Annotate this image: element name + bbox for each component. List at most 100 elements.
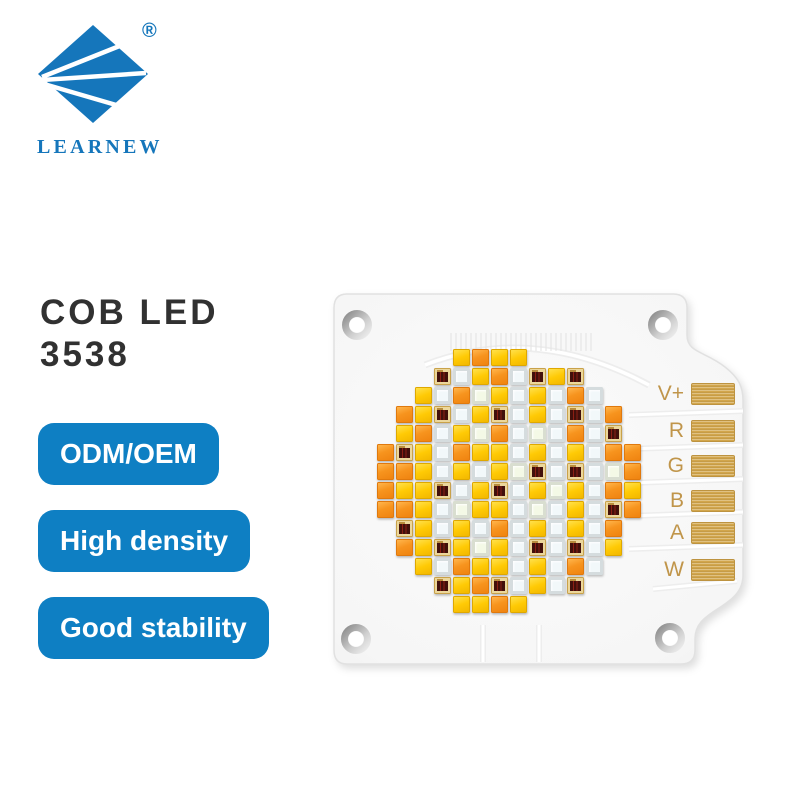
- led-chip: [434, 444, 451, 461]
- led-chip: [567, 444, 584, 461]
- led-chip: [472, 349, 489, 366]
- badge-odm-oem[interactable]: ODM/OEM: [38, 423, 219, 485]
- terminal-row-a: A: [333, 521, 745, 544]
- led-chip: [548, 482, 565, 499]
- led-chip: [453, 425, 470, 442]
- led-chip-red: [529, 463, 546, 480]
- led-chip: [415, 482, 432, 499]
- led-chip: [605, 463, 622, 480]
- led-chip: [491, 596, 508, 613]
- led-chip: [548, 558, 565, 575]
- led-chip: [548, 463, 565, 480]
- led-chip: [453, 444, 470, 461]
- led-chip: [453, 387, 470, 404]
- terminal-label-r: R: [668, 419, 684, 442]
- led-chip: [605, 539, 622, 556]
- led-chip: [586, 463, 603, 480]
- led-chip: [396, 482, 413, 499]
- led-chip-red: [605, 501, 622, 518]
- led-chip: [567, 520, 584, 537]
- led-chip: [377, 444, 394, 461]
- led-chip: [396, 463, 413, 480]
- terminal-row-g: G: [333, 454, 745, 477]
- pcb-photo: V+ R G B A W: [333, 293, 745, 668]
- product-title-line2: 3538: [40, 335, 130, 374]
- led-chip: [548, 368, 565, 385]
- badge-good-stability[interactable]: Good stability: [38, 597, 269, 659]
- led-chip: [491, 463, 508, 480]
- led-chip: [529, 501, 546, 518]
- led-chip: [605, 444, 622, 461]
- terminal-label-vplus: V+: [657, 382, 684, 405]
- led-chip: [548, 539, 565, 556]
- led-chip: [453, 501, 470, 518]
- led-chip-red: [605, 425, 622, 442]
- led-chip: [567, 558, 584, 575]
- led-chip: [472, 577, 489, 594]
- pad-separators: [628, 408, 744, 552]
- led-chip: [453, 349, 470, 366]
- led-chip: [605, 520, 622, 537]
- led-chip: [472, 463, 489, 480]
- led-chip-red: [434, 368, 451, 385]
- led-chip: [415, 463, 432, 480]
- terminal-row-w: W: [333, 558, 745, 581]
- led-chip: [567, 425, 584, 442]
- led-chip: [548, 501, 565, 518]
- led-chip-red: [567, 577, 584, 594]
- led-chip: [472, 520, 489, 537]
- led-chip: [586, 387, 603, 404]
- feature-badges: ODM/OEM High density Good stability: [38, 423, 269, 684]
- led-chip-red: [491, 406, 508, 423]
- led-chip: [567, 387, 584, 404]
- led-chip: [434, 520, 451, 537]
- led-chip: [472, 425, 489, 442]
- led-chip: [434, 501, 451, 518]
- led-chip: [548, 387, 565, 404]
- led-chip-red: [529, 368, 546, 385]
- led-chip: [529, 558, 546, 575]
- led-chip: [529, 406, 546, 423]
- led-chip: [472, 558, 489, 575]
- led-chip: [605, 482, 622, 499]
- led-chip: [396, 539, 413, 556]
- led-chip: [548, 406, 565, 423]
- led-chip: [377, 501, 394, 518]
- led-chip-red: [529, 539, 546, 556]
- terminal-pad-b: [691, 490, 735, 512]
- led-chip: [510, 387, 527, 404]
- product-title: COB LED 3538: [40, 292, 219, 376]
- led-chip: [510, 539, 527, 556]
- led-chip: [586, 520, 603, 537]
- led-chip: [472, 482, 489, 499]
- led-chip: [453, 558, 470, 575]
- terminal-pad-g: [691, 455, 735, 477]
- led-chip: [510, 596, 527, 613]
- led-chip: [415, 387, 432, 404]
- product-title-line1: COB LED: [40, 293, 219, 332]
- badge-high-density[interactable]: High density: [38, 510, 251, 572]
- terminal-pad-vplus: [691, 383, 735, 405]
- led-chip: [510, 444, 527, 461]
- led-chip: [396, 406, 413, 423]
- led-chip: [510, 558, 527, 575]
- terminal-pad-r: [691, 420, 735, 442]
- led-chip-red: [491, 482, 508, 499]
- led-chip: [415, 539, 432, 556]
- led-chip: [453, 463, 470, 480]
- led-chip-red: [396, 444, 413, 461]
- pcb-board: V+ R G B A W: [333, 293, 745, 668]
- led-chip: [586, 425, 603, 442]
- led-chip: [434, 387, 451, 404]
- terminal-label-a: A: [669, 521, 684, 544]
- led-chip-red: [434, 539, 451, 556]
- led-chip: [510, 406, 527, 423]
- led-chip: [586, 444, 603, 461]
- led-chip: [415, 406, 432, 423]
- led-chip: [510, 463, 527, 480]
- brand-logo: ® LEARNEW: [35, 20, 185, 162]
- led-chip: [567, 501, 584, 518]
- mounting-holes: [341, 310, 685, 654]
- led-chip: [510, 368, 527, 385]
- led-chip: [586, 406, 603, 423]
